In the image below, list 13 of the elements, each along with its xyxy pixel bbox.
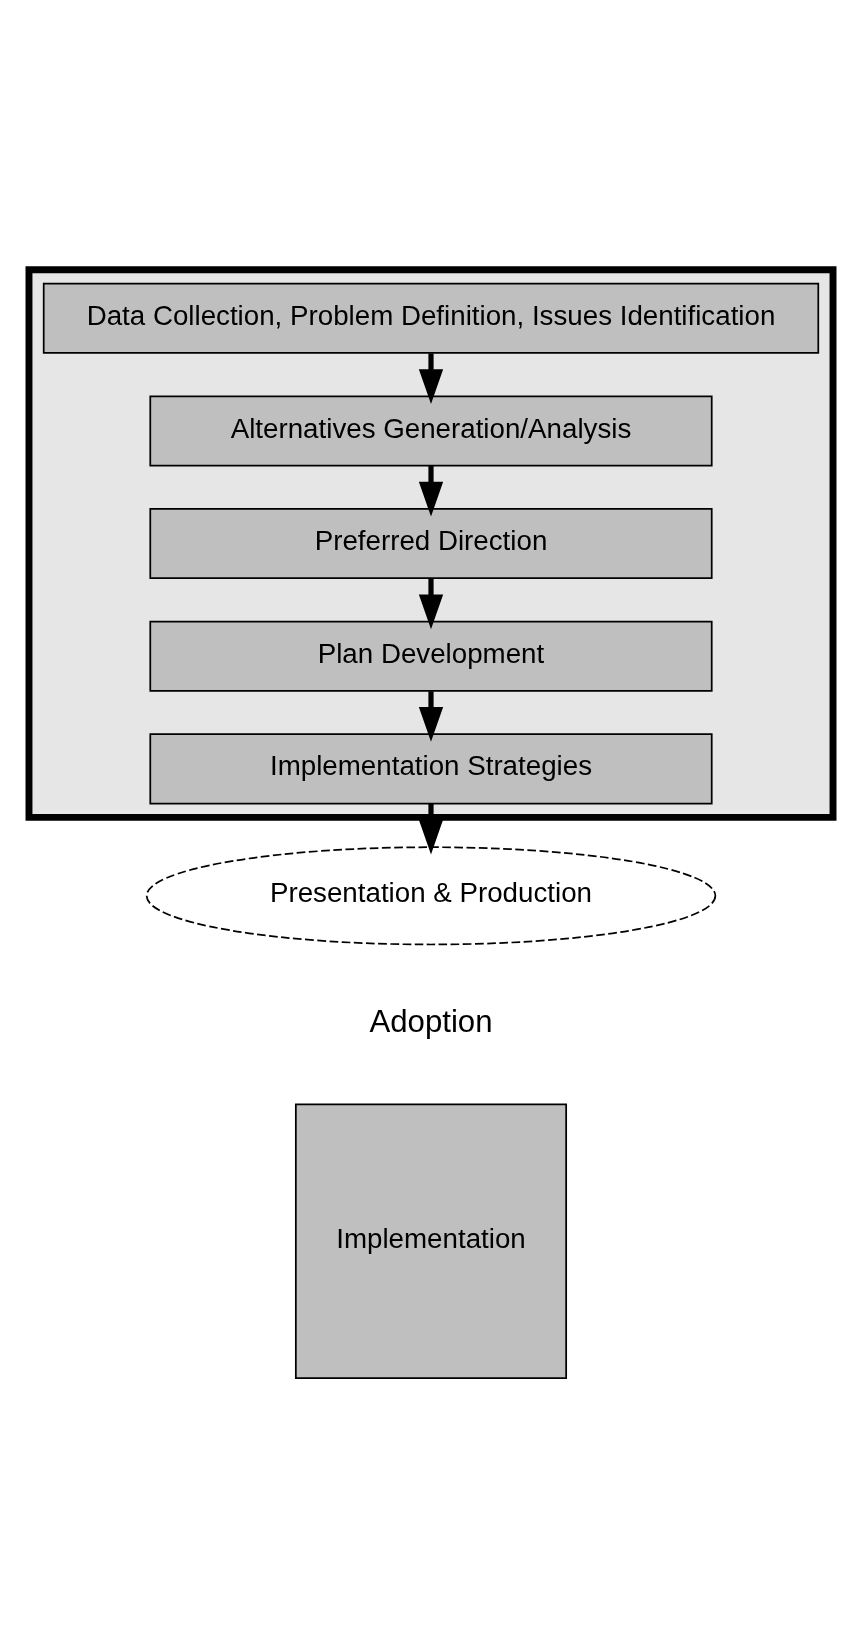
node-box: Data Collection, Problem Definition, Issues Identification xyxy=(42,282,820,354)
node-box: Preferred Direction xyxy=(149,507,713,579)
node-ellipse: Presentation & Production xyxy=(145,845,717,945)
node-box: Implementation Strategies xyxy=(149,732,713,804)
arrow xyxy=(418,803,444,854)
arrow xyxy=(418,352,444,404)
arrow xyxy=(418,465,444,517)
node-box: Plan Development xyxy=(149,620,713,692)
node-box: Alternatives Generation/Analysis xyxy=(149,394,713,466)
arrow xyxy=(418,578,444,629)
label: Adoption xyxy=(369,1003,493,1039)
node-box: Implementation xyxy=(294,1102,568,1379)
arrow xyxy=(418,690,444,742)
